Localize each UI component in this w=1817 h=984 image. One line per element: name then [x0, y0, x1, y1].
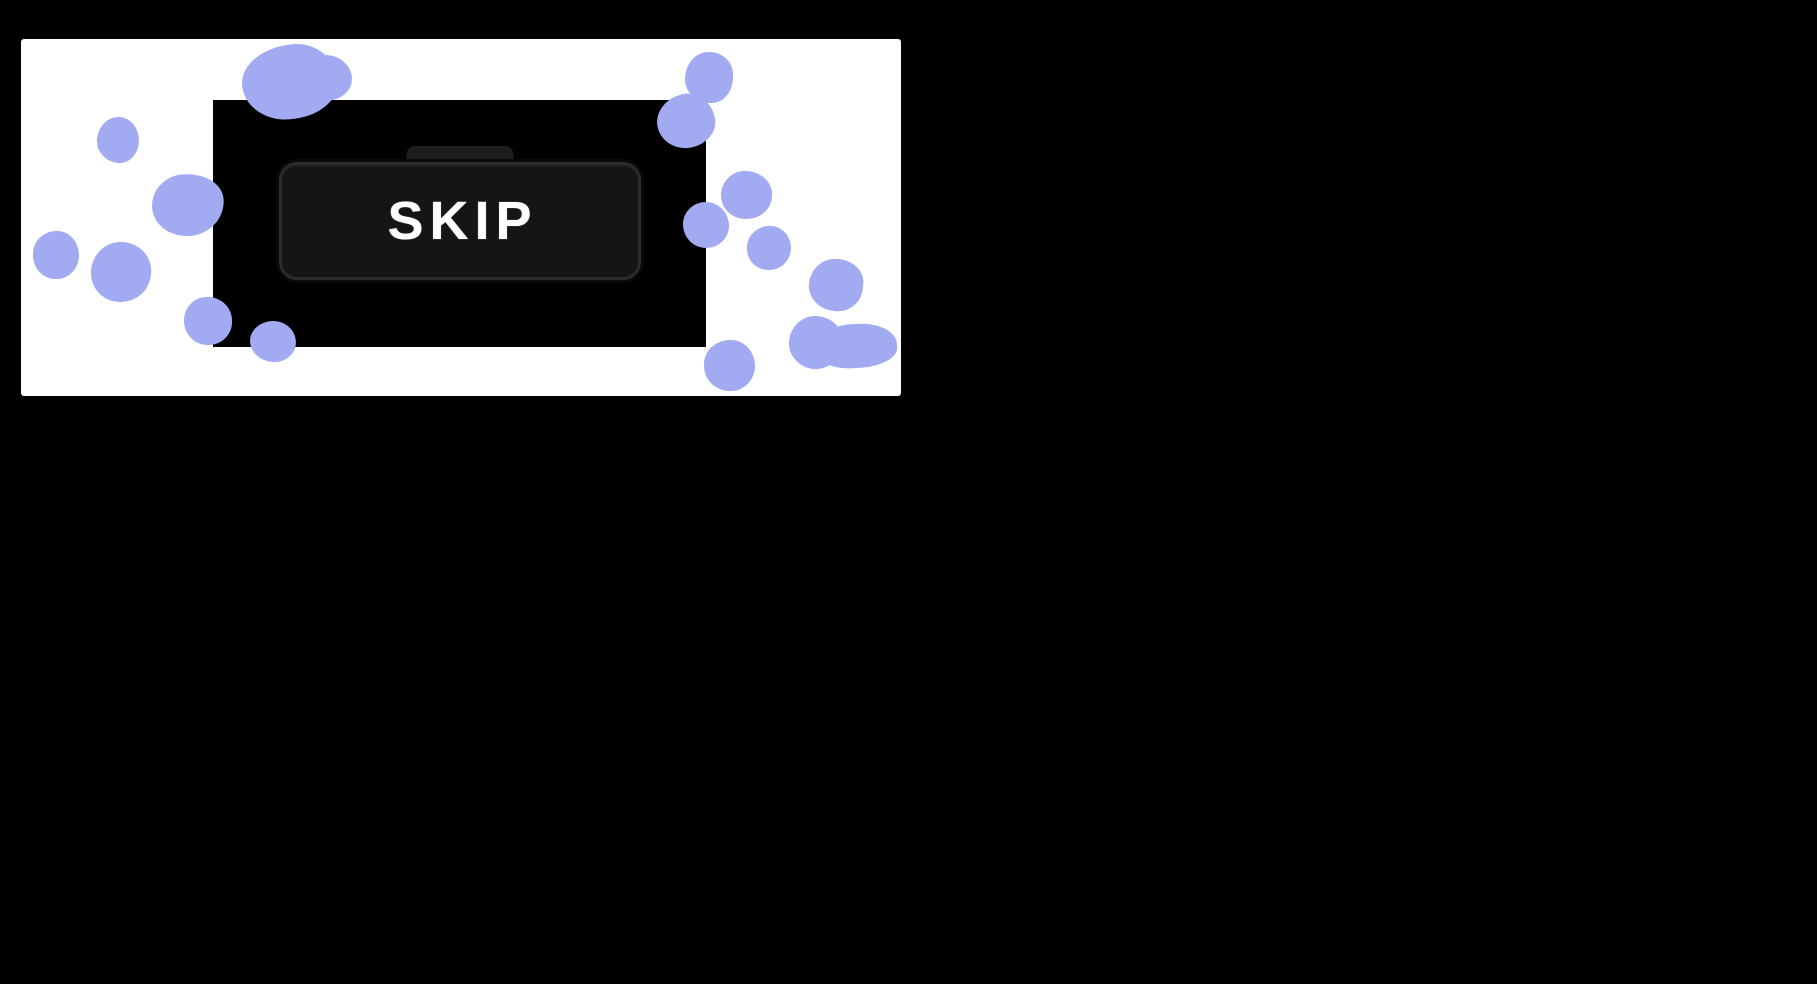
paint-blob	[806, 255, 866, 315]
paint-blob	[718, 168, 775, 222]
paint-blob	[789, 316, 843, 369]
paint-blob	[95, 115, 141, 165]
paint-blob	[33, 231, 79, 279]
skip-button[interactable]: SKIP	[278, 162, 641, 280]
paint-blob	[296, 50, 356, 106]
paint-blob	[813, 321, 899, 371]
paint-blob	[685, 52, 733, 103]
game-window: SKIP	[21, 39, 901, 396]
paint-blob	[745, 224, 793, 272]
paint-blob	[87, 238, 155, 306]
skip-panel: SKIP	[213, 100, 706, 347]
skip-button-label: SKIP	[387, 191, 538, 251]
paint-blob	[704, 340, 755, 391]
